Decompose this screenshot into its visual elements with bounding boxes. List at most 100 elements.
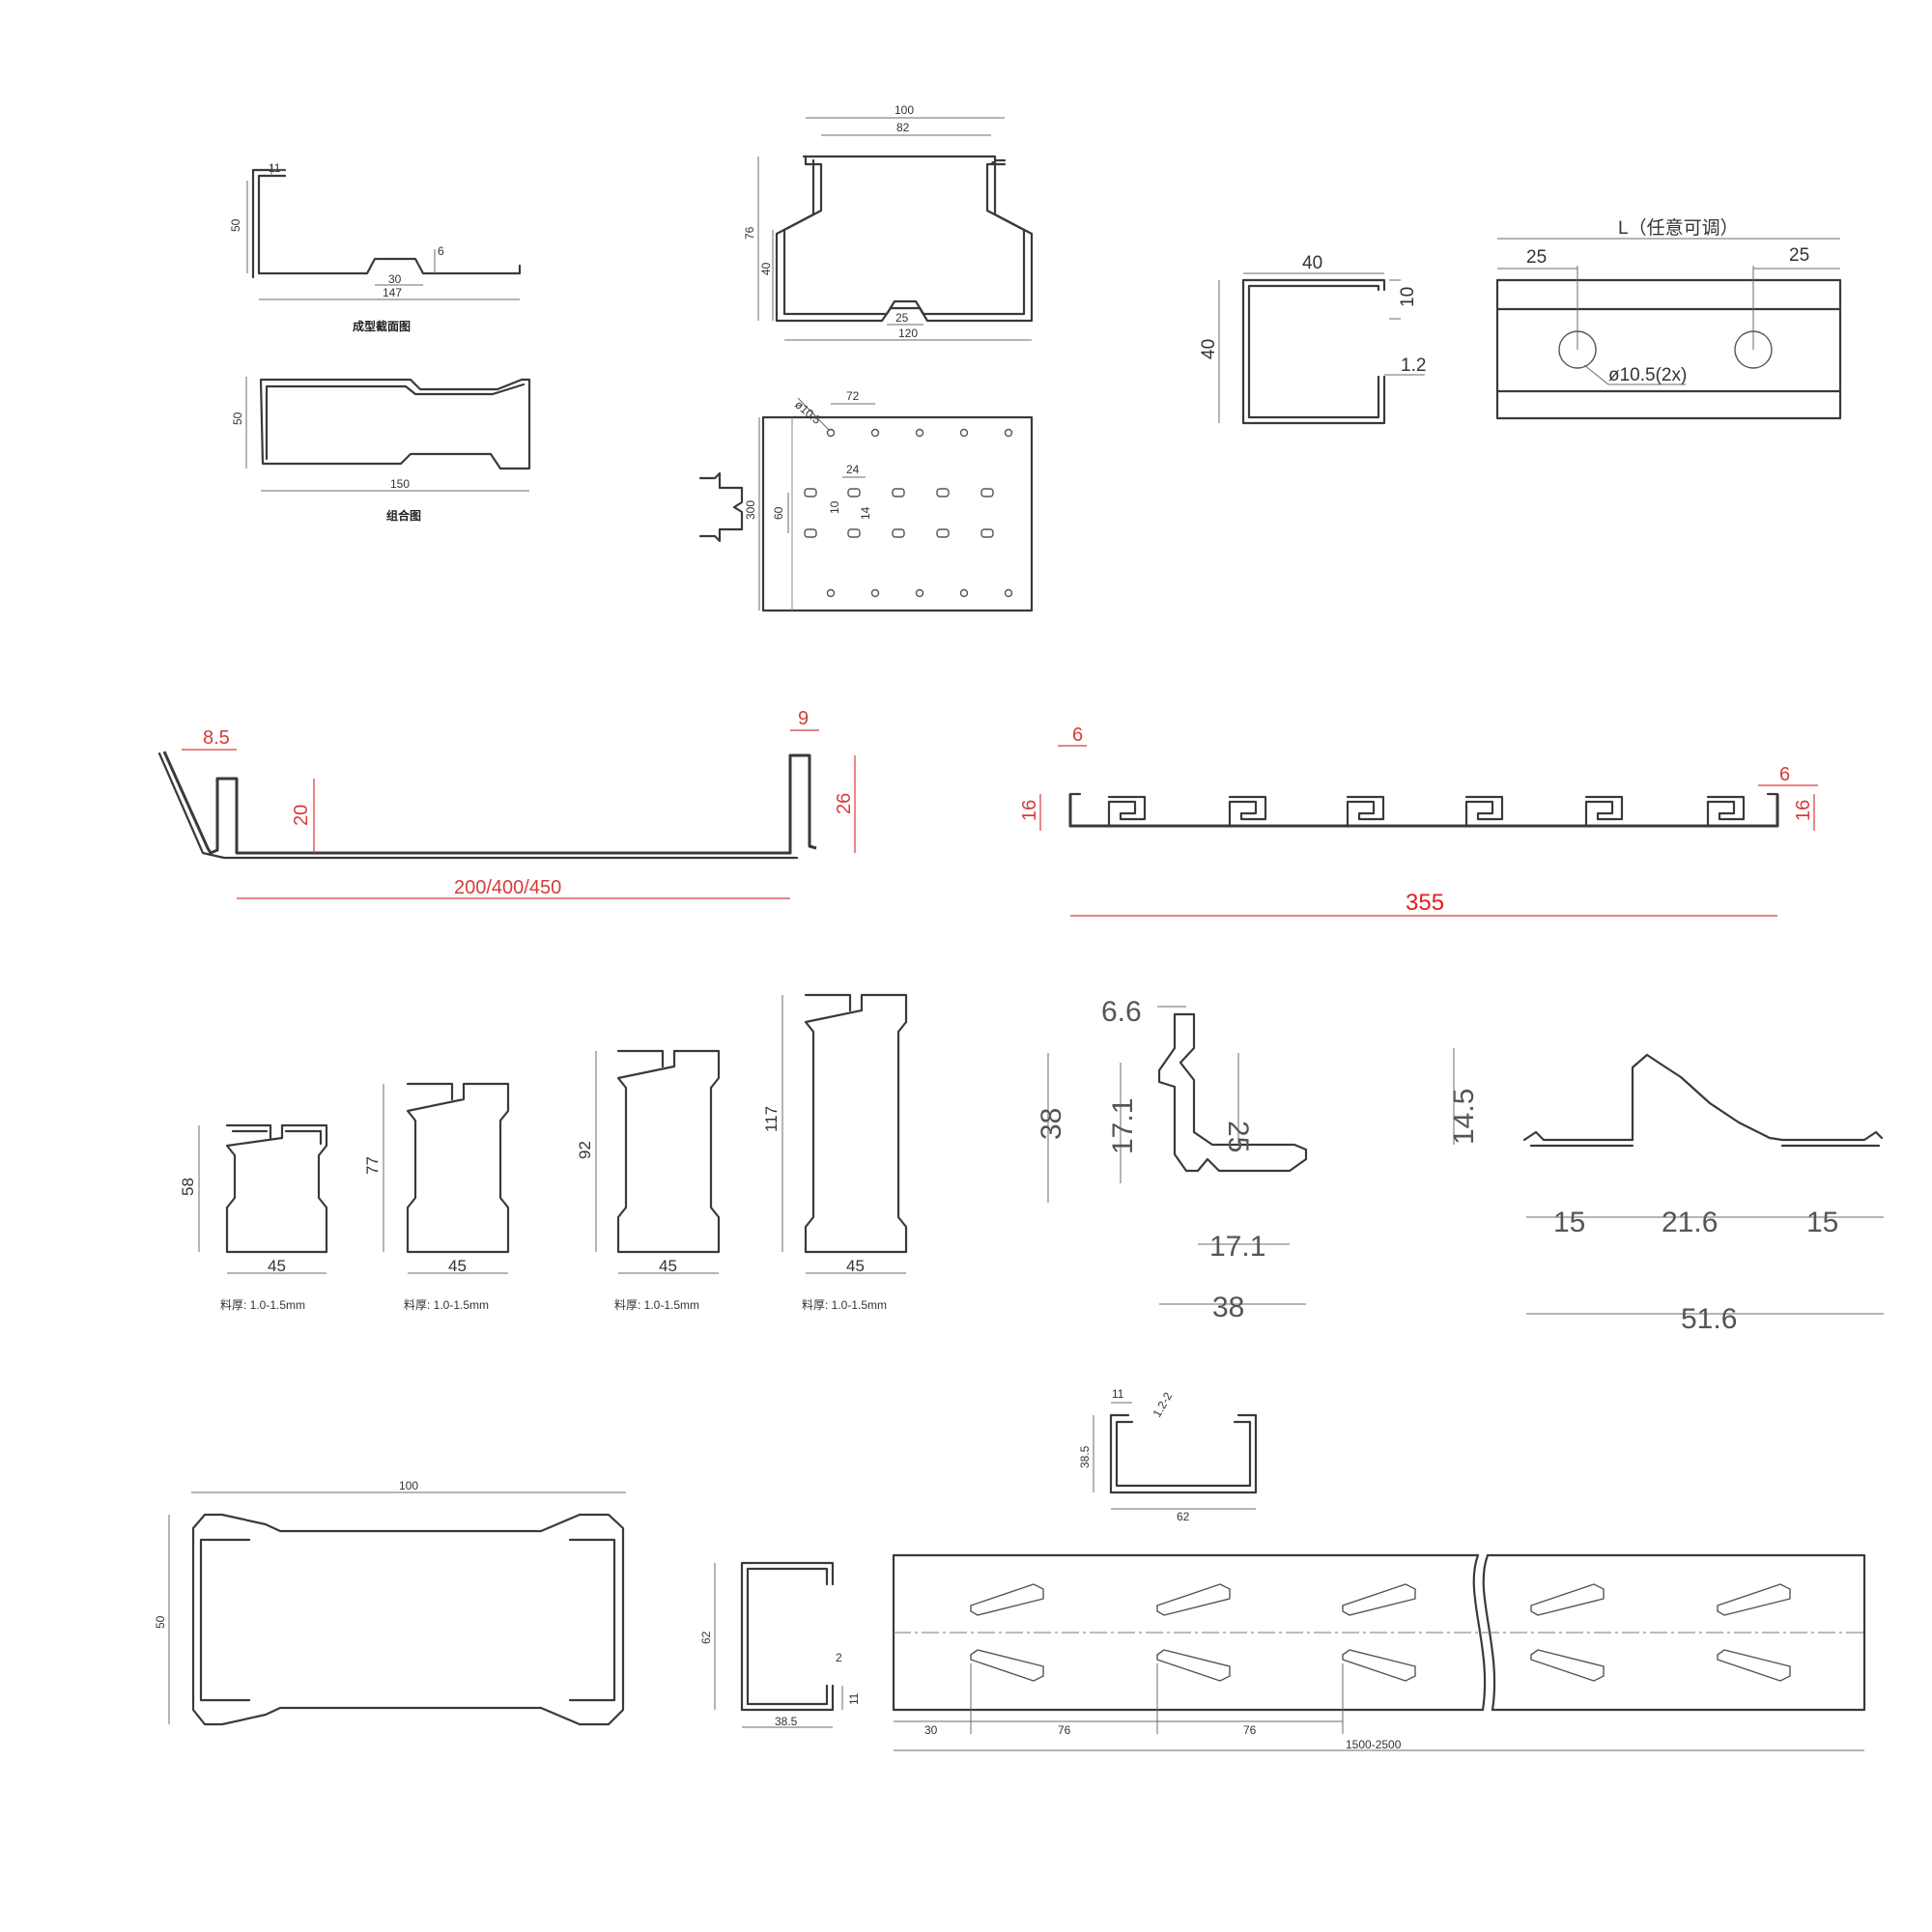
dim-width: 100 xyxy=(399,1479,418,1492)
dim-width: 38.5 xyxy=(775,1715,798,1728)
dim-width: 38 xyxy=(1212,1292,1244,1323)
stud-3-height: 92 xyxy=(576,1141,594,1159)
dim-rib: 6 xyxy=(438,244,444,258)
slot-holes xyxy=(970,1583,1791,1682)
dim-right-edge: 6 xyxy=(1779,764,1790,785)
stud-4-width: 45 xyxy=(846,1257,865,1275)
dim-spacing: 72 xyxy=(846,389,860,403)
dim-left: 25 xyxy=(1526,247,1547,268)
dim-lip: 11 xyxy=(1112,1387,1124,1401)
perforated-plate-drawing: ø10.5 72 24 10 14 60 300 xyxy=(698,389,1034,612)
dim-width: 40 xyxy=(1302,253,1322,273)
hole-row-top xyxy=(826,428,1013,438)
caption-assembly: 组合图 xyxy=(386,508,421,523)
dim-height: 14.5 xyxy=(1448,1089,1480,1145)
dim-width: 200/400/450 xyxy=(454,877,561,898)
dim-left: 15 xyxy=(1553,1207,1585,1238)
dim-thickness: 1.2-2 xyxy=(1150,1390,1175,1420)
hook-series xyxy=(1107,795,1746,828)
dim-outer-top: 100 xyxy=(895,103,914,117)
dim-mid: 30 xyxy=(388,272,402,286)
dim-right: 15 xyxy=(1806,1207,1838,1238)
dim-mid: 21.6 xyxy=(1662,1207,1718,1238)
dim-height: 38.5 xyxy=(1078,1445,1092,1468)
dim-right-height: 16 xyxy=(1793,800,1814,821)
dim-slot-height: 10 xyxy=(828,500,841,514)
dim-height: 50 xyxy=(229,218,242,232)
dim-rib: 25 xyxy=(895,311,909,325)
stepped-profile-drawing: 14.5 15 21.6 15 51.6 xyxy=(1448,1048,1884,1335)
dim-left-edge: 6 xyxy=(1072,724,1083,746)
c-channel-small-drawing: 11 1.2-2 38.5 62 xyxy=(1078,1387,1258,1523)
dim-right-flange: 9 xyxy=(798,708,809,729)
dim-slot-width: 24 xyxy=(846,463,860,476)
stud-2-height: 77 xyxy=(363,1156,382,1175)
dim-lower: 40 xyxy=(759,262,773,275)
dim-length: 1500-2500 xyxy=(1346,1738,1402,1751)
dim-left-flange: 8.5 xyxy=(203,727,230,749)
dim-lip: 10 xyxy=(1398,287,1418,307)
stud-4-height: 117 xyxy=(762,1106,781,1132)
box-profile-drawing: 100 50 xyxy=(154,1479,626,1726)
stud-3-width: 45 xyxy=(659,1257,677,1275)
dim-thickness: 2 xyxy=(836,1651,842,1664)
channel-length-drawing: L（任意可调） 25 25 ø10.5(2x) xyxy=(1495,217,1842,420)
dim-start: 30 xyxy=(924,1723,938,1737)
slot-rows xyxy=(804,488,994,538)
dim-width: 147 xyxy=(383,286,402,299)
c-channel-vertical-drawing: 62 2 11 38.5 xyxy=(699,1561,861,1728)
stud-profile-1: 58 45 料厚: 1.0-1.5mm xyxy=(179,1123,328,1312)
dim-mid: 17.1 xyxy=(1107,1098,1139,1154)
stud-1-width: 45 xyxy=(268,1257,286,1275)
dim-pitch-2: 76 xyxy=(1243,1723,1257,1737)
dim-length: L（任意可调） xyxy=(1618,217,1739,239)
dim-bottom-mid: 17.1 xyxy=(1209,1231,1265,1263)
stud-3-material: 料厚: 1.0-1.5mm xyxy=(614,1298,699,1312)
dim-hole-diameter: ø10.5 xyxy=(792,398,824,428)
stud-profile-2: 77 45 料厚: 1.0-1.5mm xyxy=(363,1082,510,1312)
stud-profile-4: 117 45 料厚: 1.0-1.5mm xyxy=(762,993,908,1312)
dim-height: 62 xyxy=(699,1631,713,1644)
dim-height: 38 xyxy=(1036,1108,1067,1140)
dim-thickness: 1.2 xyxy=(1401,355,1426,376)
profile-section-drawing: 11 50 6 30 147 成型截面图 50 150 组合图 xyxy=(229,161,531,523)
tray-profile-drawing: 8.5 9 20 26 200/400/450 xyxy=(157,708,856,899)
dim-width: 355 xyxy=(1406,890,1444,916)
dim-top-lip: 11 xyxy=(269,161,281,175)
dim-width-b: 150 xyxy=(390,477,410,491)
angle-profile-drawing: 6.6 38 17.1 25 17.1 38 xyxy=(1036,996,1308,1323)
stud-1-height: 58 xyxy=(179,1178,197,1196)
c-channel-drawing: 40 40 10 1.2 xyxy=(1199,253,1426,425)
dim-height: 50 xyxy=(154,1615,167,1629)
dim-holes: ø10.5(2x) xyxy=(1608,365,1687,385)
stud-1-material: 料厚: 1.0-1.5mm xyxy=(220,1298,305,1312)
dim-width: 120 xyxy=(898,327,918,340)
dim-height: 76 xyxy=(743,226,756,240)
dim-height-b: 50 xyxy=(231,412,244,425)
stud-4-material: 料厚: 1.0-1.5mm xyxy=(802,1298,887,1312)
dim-width: 62 xyxy=(1177,1510,1190,1523)
slotted-upright-drawing: 30 76 76 1500-2500 xyxy=(892,1553,1866,1751)
dim-right: 25 xyxy=(1789,245,1809,266)
hole-row-bottom xyxy=(826,588,1013,598)
dim-slot-height-2: 14 xyxy=(859,506,872,520)
dim-pitch-1: 76 xyxy=(1058,1723,1071,1737)
dim-right-height: 25 xyxy=(1222,1121,1254,1152)
caption-section: 成型截面图 xyxy=(353,319,411,333)
dim-total: 51.6 xyxy=(1681,1303,1737,1335)
dim-lip: 11 xyxy=(847,1692,861,1705)
dim-left-height: 20 xyxy=(291,805,312,826)
dim-length: 300 xyxy=(744,500,757,520)
dim-pitch: 60 xyxy=(772,506,785,520)
stud-2-width: 45 xyxy=(448,1257,467,1275)
stud-profile-3: 92 45 料厚: 1.0-1.5mm xyxy=(576,1049,721,1312)
double-profile-drawing: 100 82 76 40 25 120 xyxy=(743,103,1034,341)
dim-inner-top: 82 xyxy=(896,121,910,134)
dim-height: 40 xyxy=(1199,339,1219,359)
dim-top: 6.6 xyxy=(1101,996,1142,1028)
dim-right-height: 26 xyxy=(834,793,855,814)
hook-tray-drawing: 6 16 6 16 355 xyxy=(1019,724,1818,917)
dim-left-height: 16 xyxy=(1019,800,1040,821)
stud-2-material: 料厚: 1.0-1.5mm xyxy=(404,1298,489,1312)
